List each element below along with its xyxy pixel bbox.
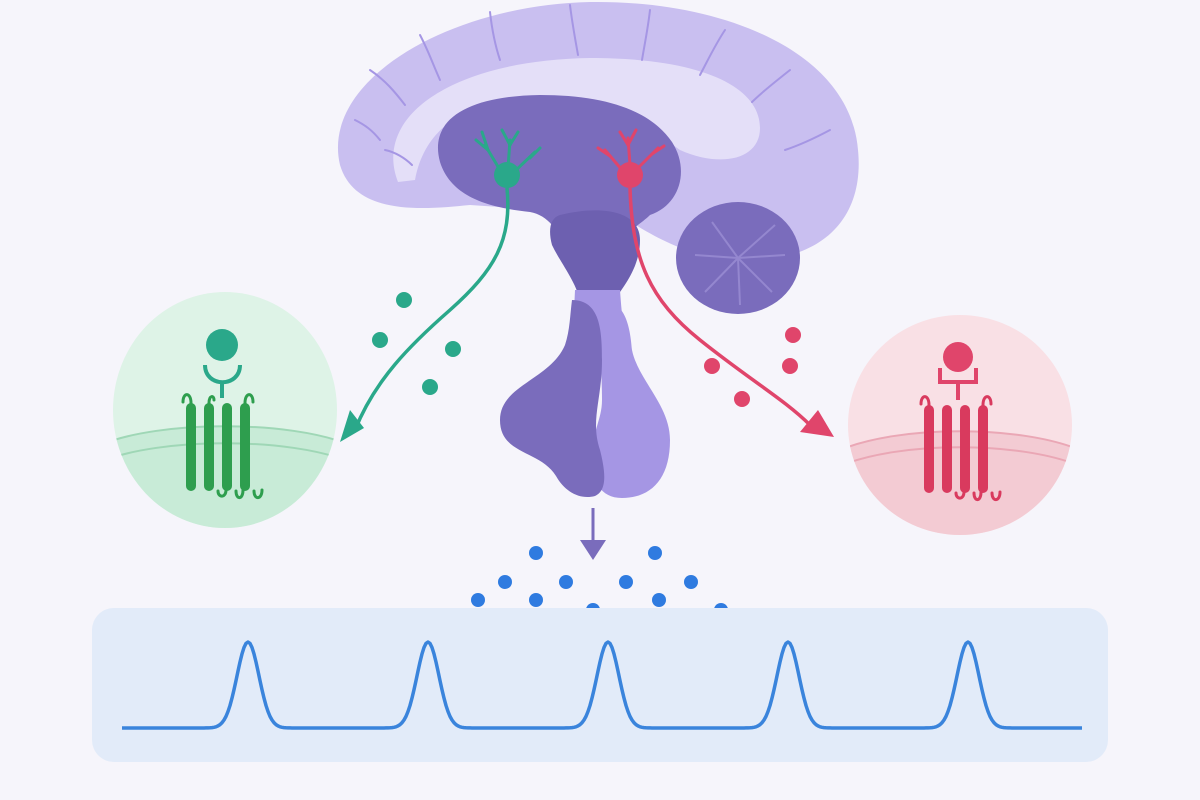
anterior-pituitary xyxy=(500,300,605,498)
red-arrowhead xyxy=(800,410,834,437)
green-receptor-icon xyxy=(181,329,264,500)
posterior-pituitary xyxy=(592,300,670,498)
green-axon xyxy=(353,187,510,431)
brain xyxy=(337,1,859,314)
red-receptor-icon xyxy=(919,342,1002,502)
pulse-panel xyxy=(92,608,1108,762)
secretion-dots xyxy=(471,546,728,617)
corpus-callosum xyxy=(393,58,760,182)
pulse-waveform xyxy=(122,640,1082,730)
cortex-sulci xyxy=(354,4,831,166)
green-neuron-icon xyxy=(474,128,542,188)
inner-brain xyxy=(437,95,681,300)
red-receptor-panel xyxy=(848,315,1072,535)
green-receptor-panel xyxy=(113,292,337,528)
green-hormone-dots xyxy=(372,292,461,395)
red-axon xyxy=(628,187,812,427)
down-arrow-icon xyxy=(580,508,606,560)
pituitary-gland xyxy=(500,290,670,498)
red-neuron-icon xyxy=(596,128,666,188)
brainstem xyxy=(550,210,640,300)
red-hormone-dots xyxy=(704,327,801,407)
green-arrowhead xyxy=(340,410,364,442)
cerebellum-lines xyxy=(694,221,786,306)
